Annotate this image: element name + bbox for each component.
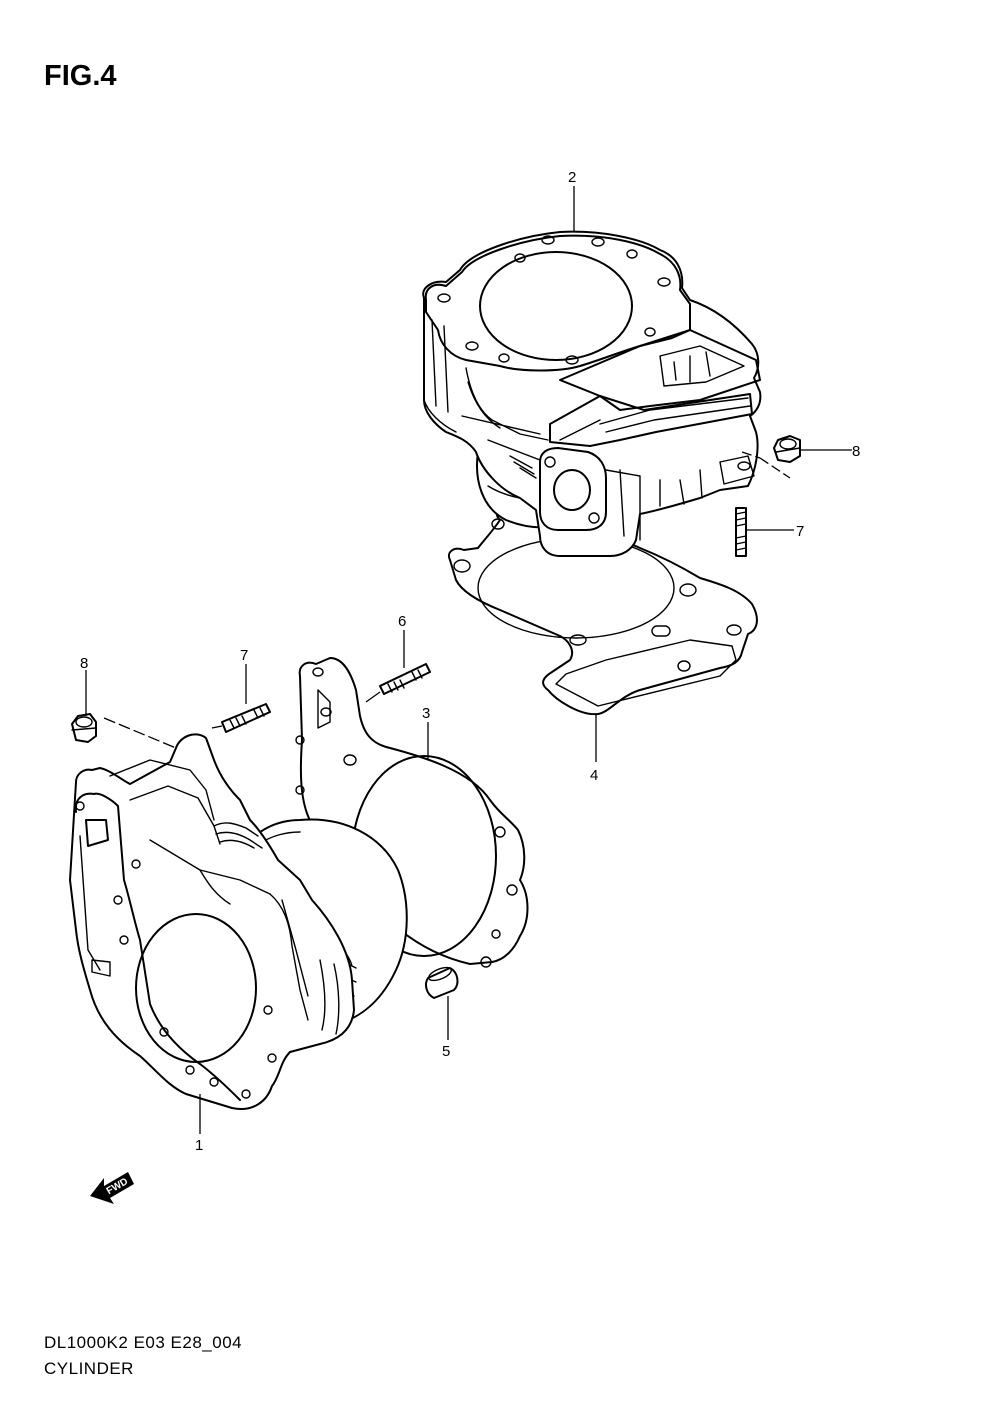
part-8-nut-lower [71,713,177,749]
forward-arrow-label: FWD [105,1176,130,1197]
callout-7-lower: 7 [240,647,248,664]
part-8-nut-upper [741,435,801,479]
callout-8-lower: 8 [80,655,88,672]
part-7-stud-upper [735,507,747,557]
part-7-stud-lower [211,703,271,733]
section-name: CYLINDER [44,1359,134,1378]
callout-6: 6 [398,613,406,630]
model-code: DL1000K2 E03 E28_004 [44,1333,243,1352]
figure-title: FIG.4 [44,60,117,92]
part-6-stud [365,663,431,703]
callout-1: 1 [195,1137,203,1154]
callout-leaders [85,186,852,1134]
callout-3: 3 [422,705,430,722]
callout-numbers: 2 8 7 4 6 3 7 8 5 1 [80,169,860,1154]
part-5-dowel-pin [425,966,459,999]
forward-arrow-icon: FWD [90,1172,134,1204]
callout-5: 5 [442,1043,450,1060]
callout-4: 4 [590,767,598,784]
part-1-front-cylinder [69,733,408,1110]
part-2-rear-cylinder [422,230,762,557]
part-4-base-gasket [448,508,758,716]
callout-8-upper: 8 [852,443,860,460]
callout-7-upper: 7 [796,523,804,540]
callout-2: 2 [568,169,576,186]
